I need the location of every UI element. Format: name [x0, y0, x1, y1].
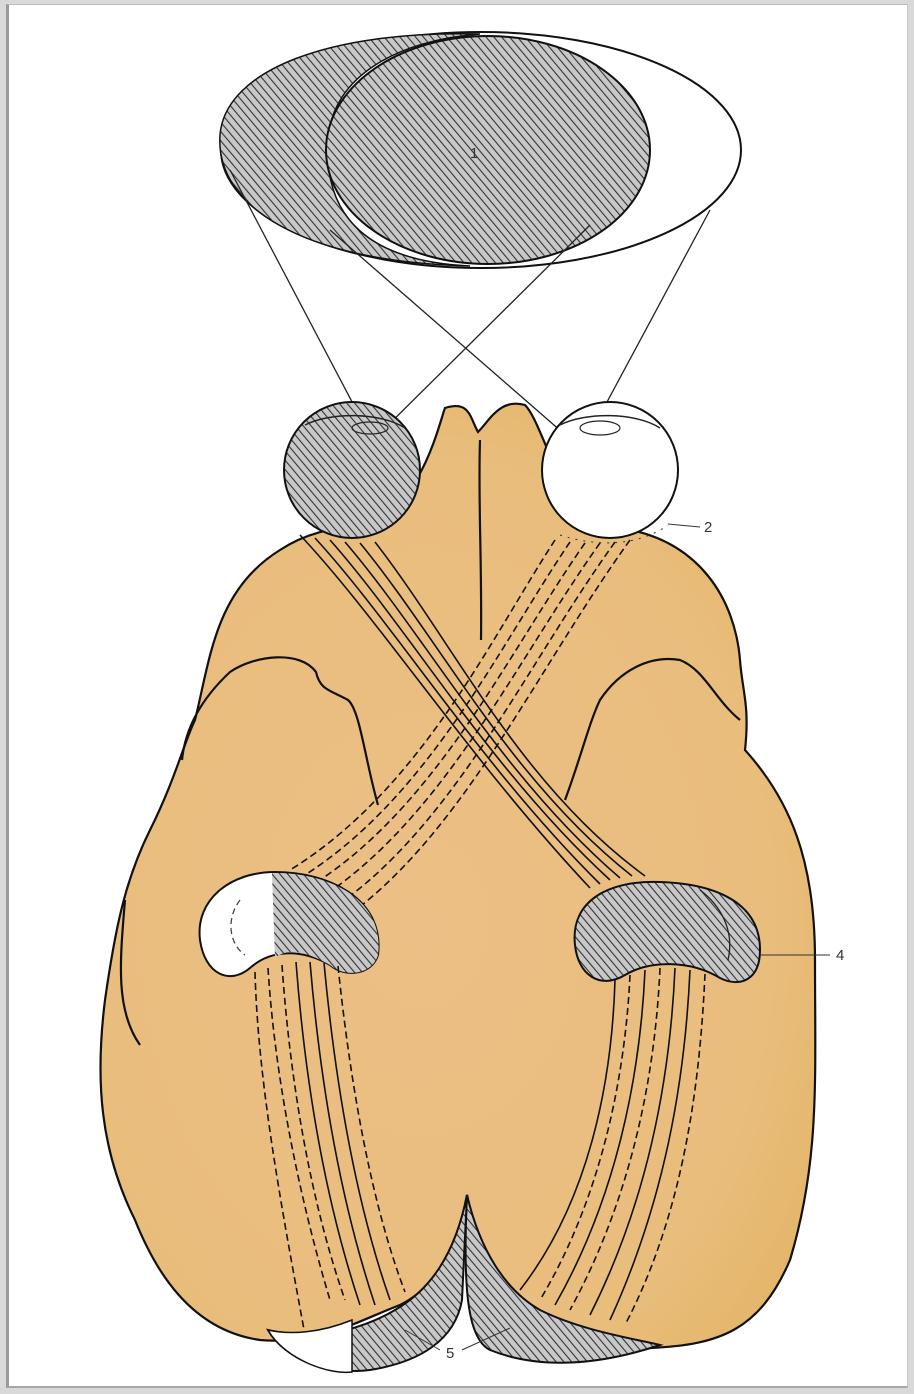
label-field: 1	[470, 145, 478, 162]
label-geniculate: 4	[836, 947, 844, 964]
left-eye	[284, 402, 420, 538]
visual-field: 1	[220, 32, 741, 268]
retina-pointer	[668, 524, 700, 527]
label-cortex: 5	[446, 1345, 454, 1362]
brain-outline	[100, 404, 815, 1348]
label-retina: 2	[704, 519, 712, 536]
central-binocular-field	[326, 36, 650, 264]
